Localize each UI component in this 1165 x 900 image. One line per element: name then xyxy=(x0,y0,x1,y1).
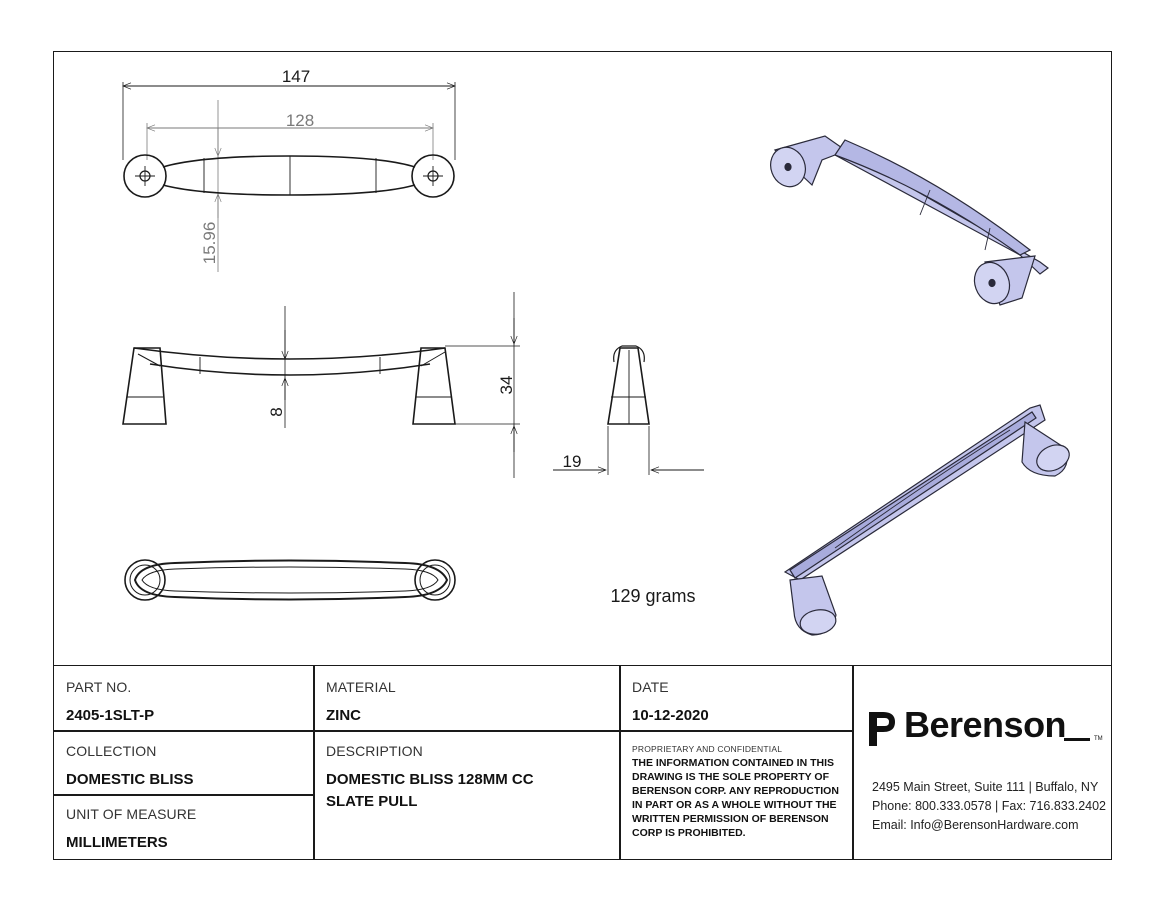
isometric-render-top xyxy=(770,135,1049,306)
confidential-line: THE INFORMATION CONTAINED IN THIS xyxy=(632,757,835,769)
confidential-text: THE INFORMATION CONTAINED IN THIS DRAWIN… xyxy=(632,756,842,840)
description-line-2: SLATE PULL xyxy=(326,793,418,810)
description-line-1: DOMESTIC BLISS 128MM CC xyxy=(326,771,534,788)
date-label: DATE xyxy=(632,679,669,695)
company-address: 2495 Main Street, Suite 111 | Buffalo, N… xyxy=(872,780,1099,794)
unit-value: MILLIMETERS xyxy=(66,834,168,851)
technical-drawing: 147 128 15.96 8 34 19 129 grams xyxy=(122,67,1070,636)
collection-label: COLLECTION xyxy=(66,743,157,759)
description-label: DESCRIPTION xyxy=(326,743,423,759)
part-no-label: PART NO. xyxy=(66,679,132,695)
dim-depth: 19 xyxy=(563,452,582,471)
dim-height: 34 xyxy=(497,376,516,395)
divider xyxy=(54,730,853,732)
collection-value: DOMESTIC BLISS xyxy=(66,771,194,788)
divider xyxy=(619,666,621,859)
material-label: MATERIAL xyxy=(326,679,396,695)
front-view xyxy=(122,292,520,478)
divider xyxy=(313,666,315,859)
confidential-line: IN PART OR AS A WHOLE WITHOUT THE xyxy=(632,799,837,811)
material-value: ZINC xyxy=(326,707,361,724)
unit-label: UNIT OF MEASURE xyxy=(66,806,197,822)
title-block: PART NO. 2405-1SLT-P MATERIAL ZINC DATE … xyxy=(53,666,1112,860)
dim-center-to-center: 128 xyxy=(286,111,314,130)
dim-thickness: 8 xyxy=(267,407,286,416)
berenson-logo-mark xyxy=(869,712,895,746)
company-email[interactable]: Email: Info@BerensonHardware.com xyxy=(872,818,1079,832)
isometric-render-bottom xyxy=(783,404,1070,636)
confidential-line: DRAWING IS THE SOLE PROPERTY OF xyxy=(632,771,829,783)
drawing-frame xyxy=(53,51,1112,666)
confidential-line: CORP IS PROHIBITED. xyxy=(632,827,746,839)
trademark: TM xyxy=(1094,736,1103,742)
confidential-heading: PROPRIETARY AND CONFIDENTIAL xyxy=(632,744,783,754)
weight-note: 129 grams xyxy=(610,586,695,606)
date-value: 10-12-2020 xyxy=(632,707,709,724)
top-view xyxy=(122,82,456,272)
bottom-view xyxy=(124,559,456,601)
company-phone-fax: Phone: 800.333.0578 | Fax: 716.833.2402 xyxy=(872,799,1106,813)
confidential-line: WRITTEN PERMISSION OF BERENSON xyxy=(632,813,829,825)
side-view xyxy=(553,345,704,475)
company-name: Berenson xyxy=(904,704,1067,745)
divider xyxy=(852,666,854,859)
brand-underline xyxy=(1064,738,1090,741)
dim-width: 15.96 xyxy=(200,222,219,265)
part-no-value: 2405-1SLT-P xyxy=(66,707,155,724)
dim-overall-length: 147 xyxy=(282,67,310,86)
confidential-line: BERENSON CORP. ANY REPRODUCTION xyxy=(632,785,839,797)
divider xyxy=(54,794,314,796)
